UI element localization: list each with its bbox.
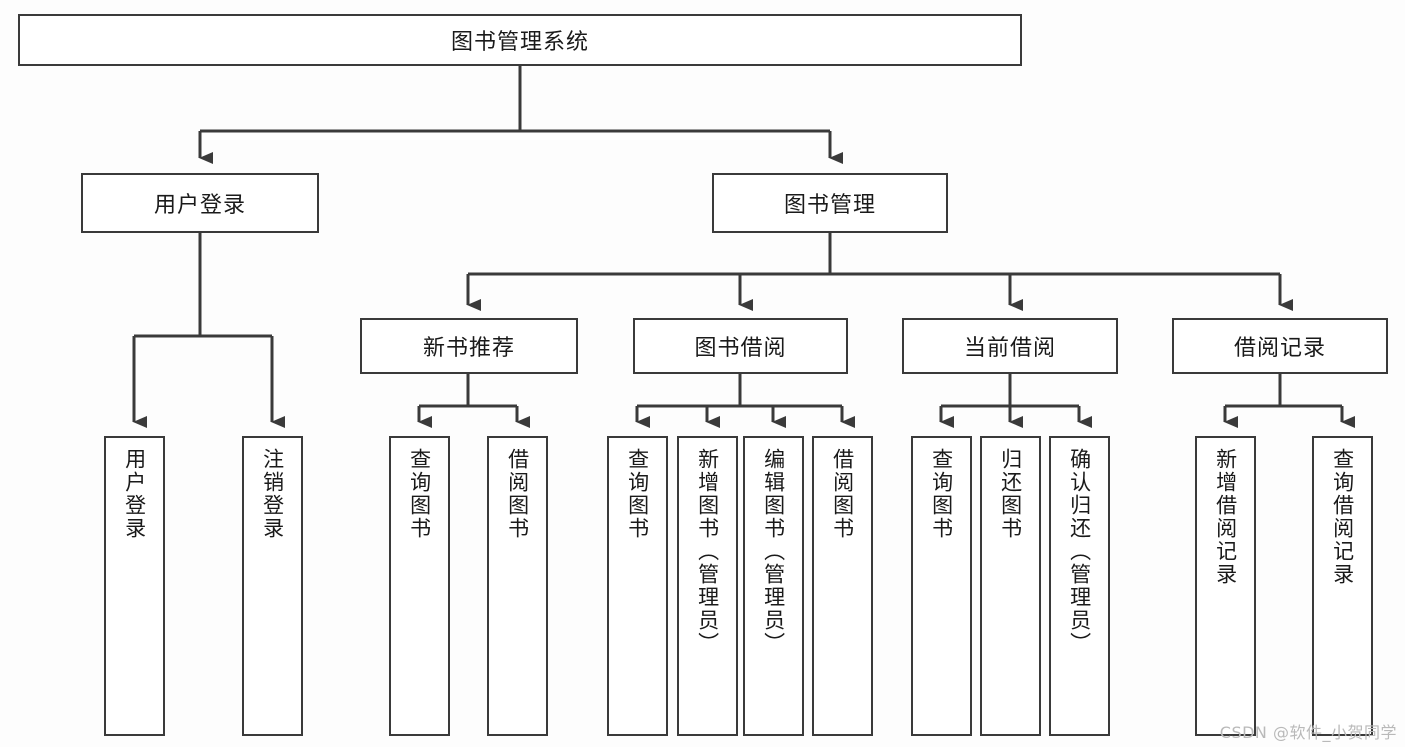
node-leaf-borrow-book-2[interactable]: 借阅图书 bbox=[812, 436, 873, 736]
node-current-borrow-label: 当前借阅 bbox=[963, 336, 1056, 361]
node-leaf-borrow-book-1-label: 借阅图书 bbox=[505, 448, 530, 540]
node-leaf-confirm-return[interactable]: 确认归还（管理员） bbox=[1049, 436, 1110, 736]
node-leaf-edit-book[interactable]: 编辑图书（管理员） bbox=[743, 436, 804, 736]
node-leaf-borrow-book-1[interactable]: 借阅图书 bbox=[487, 436, 548, 736]
node-leaf-query-book-1-label: 查询图书 bbox=[407, 448, 432, 540]
node-leaf-borrow-book-2-label: 借阅图书 bbox=[830, 448, 855, 540]
node-user-login-label: 用户登录 bbox=[153, 193, 246, 218]
node-leaf-query-book-1[interactable]: 查询图书 bbox=[389, 436, 450, 736]
node-leaf-add-record-label: 新增借阅记录 bbox=[1213, 448, 1238, 586]
watermark: CSDN @软件_小贺同学 bbox=[1219, 723, 1397, 742]
node-leaf-query-record[interactable]: 查询借阅记录 bbox=[1312, 436, 1373, 736]
node-borrow-record-label: 借阅记录 bbox=[1233, 336, 1326, 361]
node-borrow-record[interactable]: 借阅记录 bbox=[1172, 318, 1388, 374]
node-leaf-query-book-2[interactable]: 查询图书 bbox=[607, 436, 668, 736]
node-leaf-query-book-2-label: 查询图书 bbox=[625, 448, 650, 540]
node-leaf-add-book-label: 新增图书（管理员） bbox=[695, 448, 720, 655]
node-leaf-user-login[interactable]: 用户登录 bbox=[104, 436, 165, 736]
node-leaf-return-book[interactable]: 归还图书 bbox=[980, 436, 1041, 736]
node-book-manage-label: 图书管理 bbox=[783, 193, 876, 218]
node-root[interactable]: 图书管理系统 bbox=[18, 14, 1022, 66]
node-leaf-edit-book-label: 编辑图书（管理员） bbox=[761, 448, 786, 655]
node-leaf-user-logout[interactable]: 注销登录 bbox=[242, 436, 303, 736]
node-leaf-user-login-label: 用户登录 bbox=[122, 448, 147, 540]
node-new-book-rec-label: 新书推荐 bbox=[422, 336, 515, 361]
node-leaf-add-record[interactable]: 新增借阅记录 bbox=[1195, 436, 1256, 736]
node-book-borrow[interactable]: 图书借阅 bbox=[633, 318, 848, 374]
node-book-borrow-label: 图书借阅 bbox=[694, 336, 787, 361]
node-leaf-query-record-label: 查询借阅记录 bbox=[1330, 448, 1355, 586]
node-book-manage[interactable]: 图书管理 bbox=[712, 173, 948, 233]
node-root-label: 图书管理系统 bbox=[450, 30, 589, 55]
node-leaf-add-book[interactable]: 新增图书（管理员） bbox=[677, 436, 738, 736]
node-leaf-query-book-3[interactable]: 查询图书 bbox=[911, 436, 972, 736]
node-leaf-query-book-3-label: 查询图书 bbox=[929, 448, 954, 540]
node-new-book-rec[interactable]: 新书推荐 bbox=[360, 318, 578, 374]
node-user-login[interactable]: 用户登录 bbox=[81, 173, 319, 233]
node-leaf-return-book-label: 归还图书 bbox=[998, 448, 1023, 540]
node-leaf-user-logout-label: 注销登录 bbox=[260, 448, 285, 540]
node-leaf-confirm-return-label: 确认归还（管理员） bbox=[1067, 448, 1092, 655]
node-current-borrow[interactable]: 当前借阅 bbox=[902, 318, 1118, 374]
